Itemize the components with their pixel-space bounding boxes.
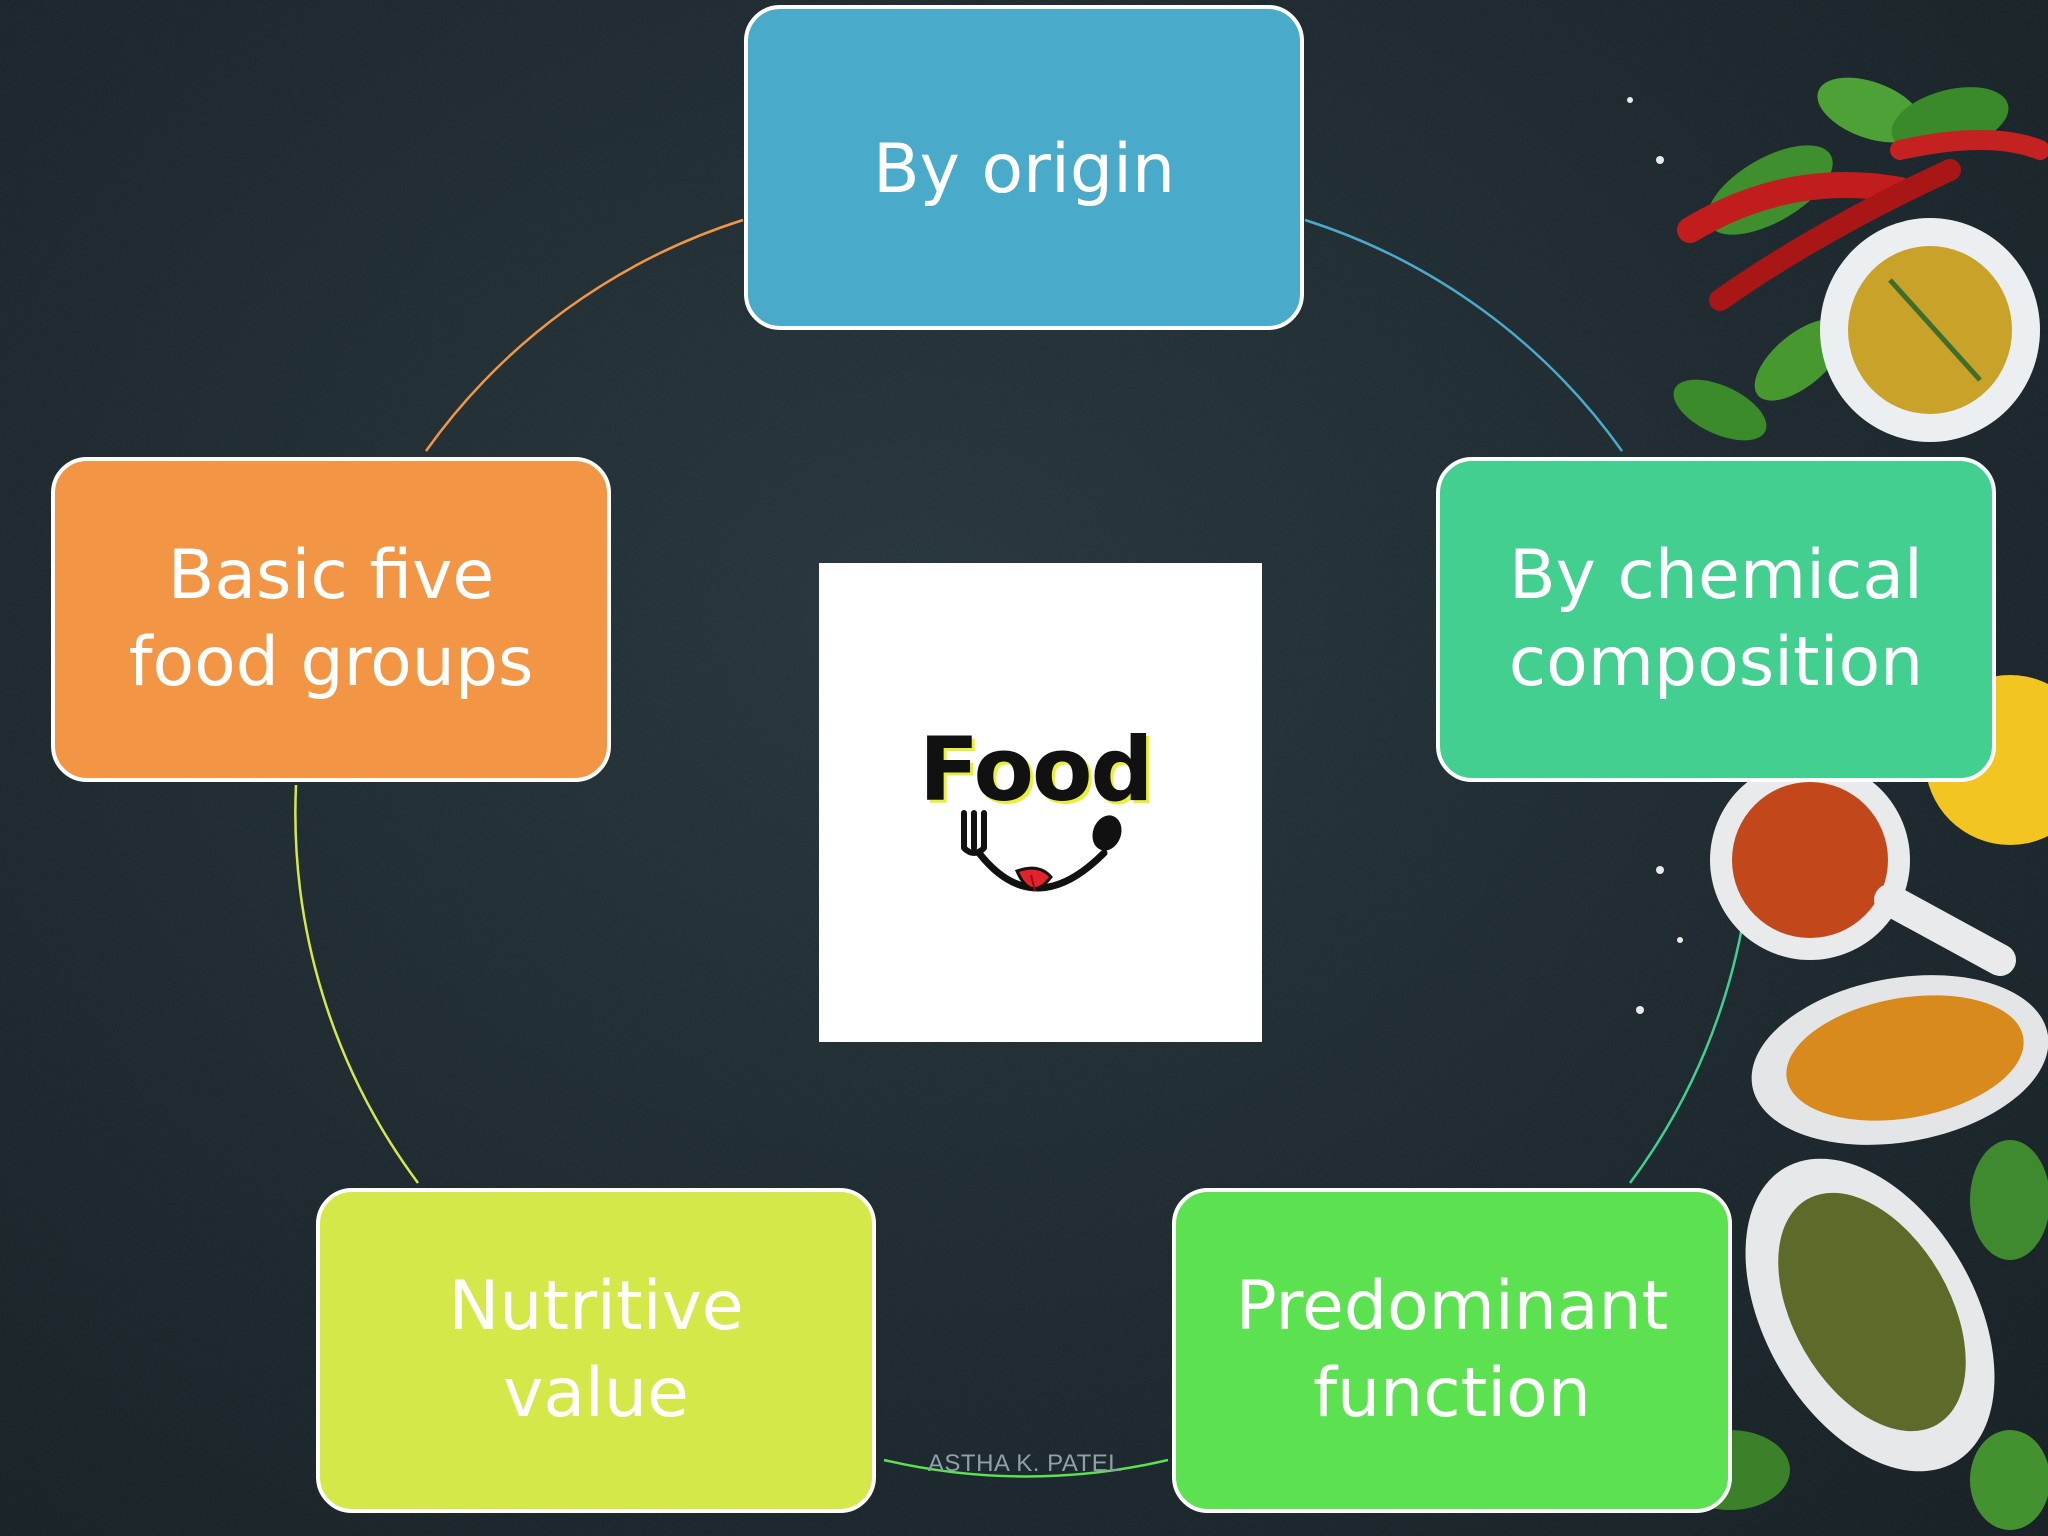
node-nutritive-value: Nutritive value [316,1188,876,1513]
node-label: By chemical composition [1508,536,1924,702]
ring-arc-nutritive-groups [294,784,420,1184]
node-label: Nutritive value [448,1267,744,1433]
ring-arc-groups-origin [424,218,744,452]
node-basic-five-food-groups: Basic five food groups [51,457,611,782]
ring-arc-origin-chemical [1304,218,1624,452]
node-label: Basic five food groups [128,536,534,702]
node-by-chemical-composition: By chemical composition [1436,457,1996,782]
node-label: By origin [872,130,1176,209]
center-food-logo: Food [819,563,1262,1042]
node-predominant-function: Predominant function [1172,1188,1732,1513]
spices-herbs-photo [1627,77,2048,1530]
node-by-origin: By origin [744,5,1304,330]
author-footer: ASTHA K. PATEL [927,1450,1123,1477]
smiling-fork-spoon-icon [961,810,1122,892]
node-label: Predominant function [1235,1267,1669,1433]
ring-arc-function-nutritive [883,1458,1169,1478]
logo-text: Food [919,718,1153,821]
